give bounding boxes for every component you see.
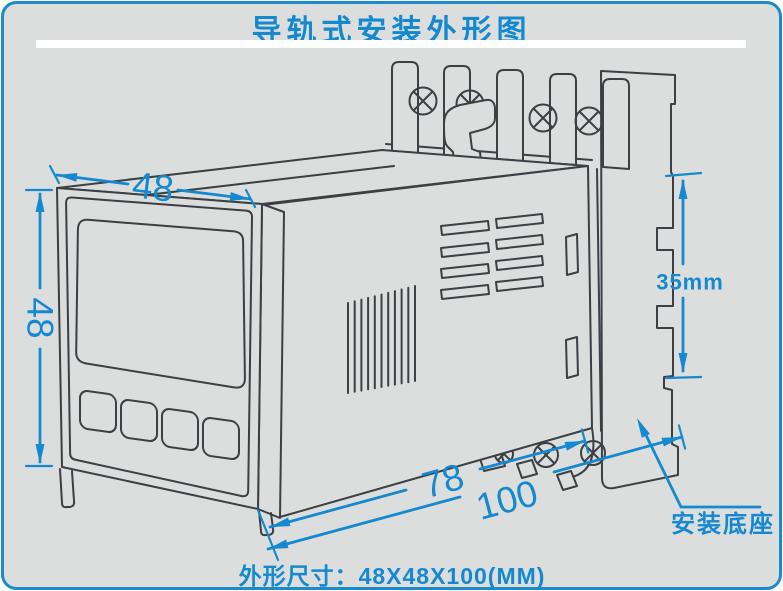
case-side-face (262, 165, 593, 518)
screw-icon (574, 106, 604, 136)
mount-base-leader (637, 418, 762, 509)
bezel-outer-frame (56, 187, 263, 510)
side-vent-slots (440, 213, 544, 300)
dim-arrowhead-icon (678, 179, 688, 199)
dim-label-width-top: 48 (130, 164, 176, 210)
panel-button-2 (120, 399, 158, 443)
dim-arrowhead-icon (678, 353, 688, 373)
screw-icon (528, 103, 558, 133)
device-line-art (56, 61, 679, 537)
dim-label-height-left: 48 (20, 297, 61, 338)
terminal-finger (496, 69, 524, 162)
dim-arrowhead-icon (229, 192, 250, 201)
case-clip-window (565, 233, 579, 276)
terminal-finger (391, 61, 419, 154)
case-clip-window (565, 336, 579, 379)
dimension-annotations (24, 164, 762, 562)
dim-arrowhead-icon (564, 441, 585, 451)
screw-icon (580, 440, 606, 466)
dim-arrowhead-icon (270, 517, 291, 527)
terminal-screws-top (408, 86, 604, 136)
panel-button-1 (79, 390, 117, 434)
mount-base-label: 安装底座 (671, 510, 775, 538)
title-divider (36, 40, 746, 48)
terminal-block-top (385, 61, 630, 186)
dimension-rail-35mm (664, 171, 703, 380)
terminal-finger (549, 73, 577, 166)
front-panel (56, 187, 285, 537)
terminal-foot (516, 459, 538, 479)
overall-size-label: 外形尺寸：48X48X100(MM) (239, 563, 546, 589)
dim-arrowhead-icon (35, 192, 45, 212)
leader-arrowhead-icon (637, 418, 650, 438)
dim-arrowhead-icon (57, 173, 78, 182)
panel-button-4 (202, 417, 240, 461)
bezel-tab (59, 468, 76, 509)
display-window (75, 218, 246, 389)
dimension-width-top (48, 164, 257, 209)
dim-arrowhead-icon (35, 444, 45, 464)
dimension-depth-100 (256, 424, 687, 562)
side-vent-lines (347, 285, 416, 394)
terminal-finger (602, 78, 630, 170)
dim-arrowhead-icon (268, 539, 289, 549)
din-rail-mounting-plate (600, 70, 679, 490)
front-buttons (79, 390, 240, 461)
dimension-height-left (24, 188, 54, 468)
dim-arrowhead-icon (661, 437, 682, 447)
dimension-depth-78 (268, 428, 590, 529)
dim-label-rail-35mm: 35mm (656, 270, 724, 295)
terminal-foot (556, 470, 578, 491)
screw-icon (408, 86, 438, 116)
bezel-inner-frame (65, 196, 253, 498)
panel-button-3 (161, 408, 199, 452)
